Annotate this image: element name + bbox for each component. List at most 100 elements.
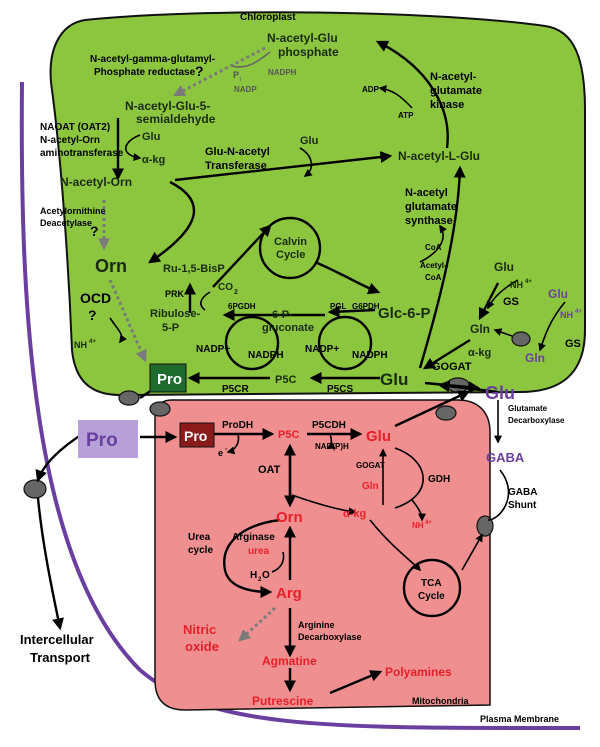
naoat-label-2: N-acetyl-Orn [40,135,100,146]
nags-label: N-acetyl [405,187,448,199]
aod-question: ? [90,223,99,239]
nagpr-label: N-acetyl-gamma-glutamyl- [90,54,215,65]
nh4-sup-c: 4+ [525,279,532,285]
glu-decarb-label: Glutamate [508,404,548,413]
transporter-glu-mito [435,405,457,421]
nag-phosphate-label-2: phosphate [278,45,339,59]
adc-label: Arginine [298,620,335,630]
glu-mito-label: Glu [366,428,391,445]
gaba-label: GABA [486,450,525,465]
atp-label: ATP [398,111,414,120]
h2o-sub: 2 [258,577,262,583]
nh4-in-sup: 4+ [575,309,582,315]
glu-main-label: Glu [380,370,408,389]
nh4-label-c: NH [510,280,523,290]
pg-label: 6-P- [272,309,293,321]
calvin-label: Calvin [274,236,307,248]
glu-label-c: Glu [494,260,514,274]
nadph-mito-label: NAD(P)H [315,442,349,451]
acetyl-coa-label-2: CoA [425,273,442,282]
transporter-gln [511,331,531,347]
pgdh-label: 6PGDH [228,302,256,311]
pro-mito-label: Pro [184,428,207,444]
nadph-left: NADPH [248,350,284,361]
e-minus-sup: - [225,446,228,453]
gogat-mito-label: GOGAT [356,461,385,470]
gaba-shunt-label: GABA [508,487,537,498]
gogat-label-c: GOGAT [432,361,472,373]
glu-decarb-label-2: Decarboxylase [508,416,565,425]
gln-mito-label: Gln [362,481,379,492]
oat-label: OAT [258,464,281,476]
transporter-plasma [23,479,47,499]
nagk-label-3: kinase [430,99,464,111]
g6pdh-label: G6PDH [352,302,380,311]
nags-label-2: glutamate [405,201,457,213]
g6p-label: Glc-6-P [378,305,431,322]
naoat-label: NAOAT (OAT2) [40,122,110,133]
arginase-label: Arginase [232,532,275,543]
gdh-label: GDH [428,474,450,485]
urea-cycle-label: Urea [188,532,211,543]
nagk-label: N-acetyl- [430,71,477,83]
orn-mito-label: Orn [276,509,303,526]
glu-in-label: Glu [548,287,568,301]
r5p-label-2: 5-P [162,322,179,334]
glu-label-a: Glu [142,131,160,143]
ocd-label: OCD [80,290,111,306]
p5c-chloro-label: P5C [275,374,296,386]
nagpr-question: ? [195,63,204,79]
intercellular-label: Intercellular [20,632,94,647]
pro-box-cytosol [78,420,138,458]
pi-sub: i [240,77,241,83]
semialdehyde-label: N-acetyl-Glu-5- [125,99,210,113]
prk-label: PRK [165,289,185,299]
rubp-label: Ru-1,5-BisP [163,263,225,275]
polyamines-label: Polyamines [385,665,452,679]
putrescine-label: Putrescine [252,694,314,708]
prodh-label: ProDH [222,420,253,431]
akg-mito-label: α-kg [343,508,366,520]
transporter-pro-mito [149,401,171,417]
nadp-right: NADP+ [305,344,339,355]
nitric-oxide-label-2: oxide [185,639,219,654]
r5p-label: Ribulose- [150,308,200,320]
akg-label-a: α-kg [142,154,165,166]
p5cr-label: P5CR [222,384,249,395]
plasma-membrane-line [19,81,581,731]
akg-label-c: α-kg [468,347,491,359]
nh4-mito-sup: 4+ [425,520,432,526]
ocd-question: ? [88,307,97,323]
nh4-orn-label: NH [74,340,87,350]
co2-label: CO [218,282,233,293]
nadp-top: NADP [234,85,257,94]
transporter-pro-chloro [118,390,140,406]
e-minus-label: e [218,448,223,458]
semialdehyde-label-2: semialdehyde [136,112,216,126]
mitochondria-label: Mitochondria [412,696,469,706]
co2-sub: 2 [234,289,238,296]
coa-label: CoA [425,243,442,252]
chloroplast-label: Chloroplast [240,12,296,23]
gs-label-c: GS [503,296,519,308]
transporter-gaba [476,515,494,537]
nitric-oxide-label: Nitric [183,622,216,637]
adp-label: ADP [362,85,380,94]
glu-big-label: Glu [485,383,515,403]
calvin-label-2: Cycle [276,249,305,261]
nh4-mito-label: NH [412,521,424,530]
aod-label-2: Deacetylase [40,218,92,228]
plasma-membrane-label: Plasma Membrane [480,714,559,724]
nadph-right: NADPH [352,350,388,361]
gln-label-c: Gln [470,322,490,336]
tca-label: TCA [421,578,442,589]
nadph-top: NADPH [268,68,297,77]
p5cs-label: P5CS [327,384,353,395]
pro-cytosol-label: Pro [86,430,118,451]
chloroplast-compartment [49,11,586,397]
p5cdh-label: P5CDH [312,420,346,431]
nagk-label-2: glutamate [430,85,482,97]
gln-in-label: Gln [525,351,545,365]
gs-in-label: GS [565,338,581,350]
